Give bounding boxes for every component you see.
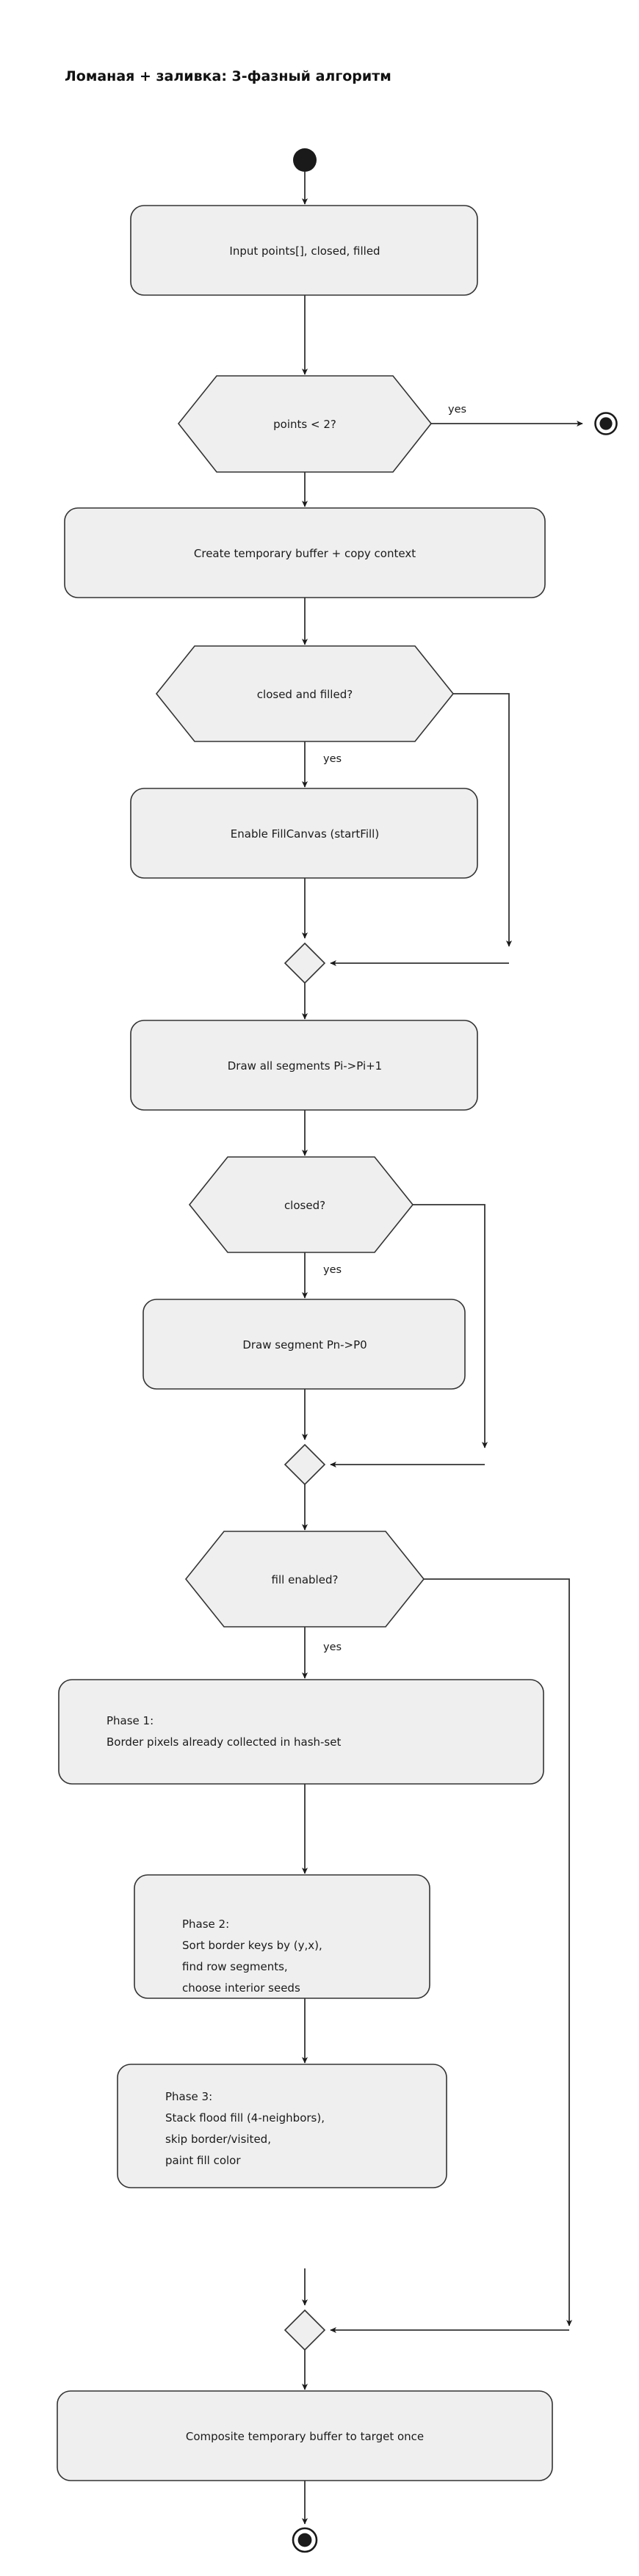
node-points-check-label: points < 2? [273,418,336,431]
node-closed-check [188,1156,414,1253]
node-phase-1-line-1: Phase 1: [106,1714,154,1727]
node-phase-2-line-3: find row segments, [182,1960,288,1973]
merge-node-1 [284,942,326,984]
node-phase-1-line-2: Border pixels already collected in hash-… [106,1735,341,1749]
edge-label-closed-yes: yes [323,1264,342,1276]
node-create-buffer-label: Create temporary buffer + copy context [194,547,416,560]
node-fill-enabled-label: fill enabled? [272,1573,339,1586]
node-points-check [177,375,433,473]
node-enable-fillcanvas [130,788,478,879]
node-fill-enabled [184,1531,425,1628]
node-phase-3-line-1: Phase 3: [165,2090,212,2103]
node-phase-2 [134,1874,430,1999]
edge-closed-filled-bypass [453,693,513,947]
edge-label-points-yes: yes [448,404,466,416]
node-phase-3-line-3: skip border/visited, [165,2133,271,2146]
node-draw-all-segments [130,1020,478,1111]
node-closed-check-label: closed? [284,1199,325,1212]
node-input-label: Input points[], closed, filled [229,244,380,258]
node-phase-3 [117,2064,447,2188]
edge-label-closed-filled-yes: yes [323,753,342,765]
end-node-early [599,417,613,430]
node-draw-closing-segment [142,1299,466,1390]
node-closed-and-filled [155,645,455,742]
node-closed-and-filled-label: closed and filled? [257,688,353,701]
page-title: Ломаная + заливка: 3-фазный алгоритм [65,68,391,84]
node-draw-closing-segment-label: Draw segment Pn->P0 [242,1338,367,1352]
start-node [293,148,317,172]
edge-fill-enabled-bypass [424,1578,573,2326]
node-phase-2-line-4: choose interior seeds [182,1981,300,1995]
node-draw-all-segments-label: Draw all segments Pi->Pi+1 [228,1059,382,1073]
merge-node-2 [284,1443,326,1486]
node-phase-1 [58,1679,544,1785]
merge-node-3 [284,2309,326,2351]
node-phase-3-line-4: paint fill color [165,2154,241,2167]
node-phase-3-line-2: Stack flood fill (4-neighbors), [165,2111,325,2125]
node-input [130,205,478,296]
end-node-final [297,2533,312,2547]
edge-label-fill-yes: yes [323,1641,342,1653]
node-phase-2-line-1: Phase 2: [182,1918,229,1931]
node-composite-label: Composite temporary buffer to target onc… [186,2430,424,2443]
node-enable-fillcanvas-label: Enable FillCanvas (startFill) [231,827,379,841]
edge-closed-check-bypass [413,1204,488,1448]
node-phase-2-line-2: Sort border keys by (y,x), [182,1939,322,1952]
